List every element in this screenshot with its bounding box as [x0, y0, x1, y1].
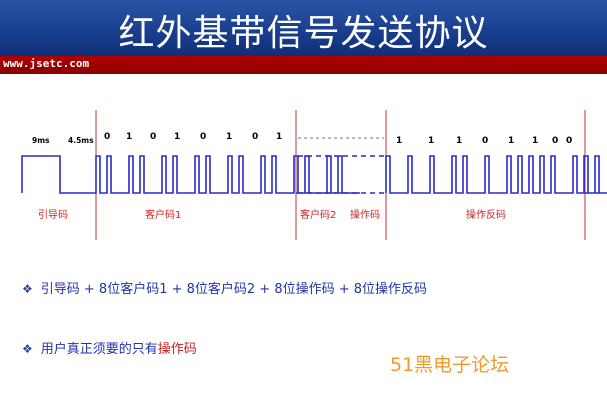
- title-bar: 红外基带信号发送协议: [0, 0, 607, 56]
- timing-9ms: 9ms: [32, 136, 50, 145]
- diamond-bullet-icon: ❖: [22, 282, 33, 296]
- bit-label: 1: [126, 132, 132, 142]
- signal-waveform: [21, 155, 607, 194]
- segment-opcode: 操作码: [350, 208, 380, 221]
- bit-label: 1: [428, 136, 434, 146]
- url-band: [0, 56, 607, 74]
- bit-label: 0: [252, 132, 258, 142]
- bullet-text: 引导码 + 8位客户码1 + 8位客户码2 + 8位操作码 + 8位操作反码: [40, 282, 428, 297]
- bullet-text: 用户真正须要的只有: [40, 342, 158, 357]
- bit-label: 0: [552, 136, 558, 146]
- bullet-highlight: 操作码: [157, 342, 197, 357]
- bit-label: 1: [532, 136, 538, 146]
- bit-label: 0: [482, 136, 488, 146]
- bullet-frame-structure: ❖ 引导码 + 8位客户码1 + 8位客户码2 + 8位操作码 + 8位操作反码: [22, 278, 427, 297]
- bit-label: 1: [276, 132, 282, 142]
- segment-customer1: 客户码1: [145, 208, 181, 221]
- bit-label: 1: [174, 132, 180, 142]
- page-title: 红外基带信号发送协议: [118, 13, 489, 54]
- bullet-user-need: ❖ 用户真正须要的只有操作码: [22, 338, 197, 357]
- diamond-bullet-icon: ❖: [22, 342, 33, 356]
- segment-lead: 引导码: [38, 209, 68, 221]
- bit-label: 1: [456, 136, 462, 146]
- bit-label: 1: [508, 136, 514, 146]
- bit-label: 0: [150, 132, 156, 142]
- bit-label: 0: [566, 136, 572, 146]
- timing-4-5ms: 4.5ms: [68, 136, 94, 145]
- bit-label: 0: [200, 132, 206, 142]
- ir-signal-diagram: 9ms 4.5ms 0 1 0 1 0 1 0 1 1 1 1 0 1 1 0 …: [21, 110, 607, 240]
- bit-label: 1: [226, 132, 232, 142]
- bit-label: 1: [396, 136, 402, 146]
- forum-watermark: 51黑电子论坛: [390, 354, 510, 376]
- bit-label: 0: [104, 132, 110, 142]
- segment-customer2: 客户码2: [300, 208, 336, 221]
- segment-opcode-inverse: 操作反码: [466, 208, 506, 221]
- site-url: www.jsetc.com: [3, 57, 90, 70]
